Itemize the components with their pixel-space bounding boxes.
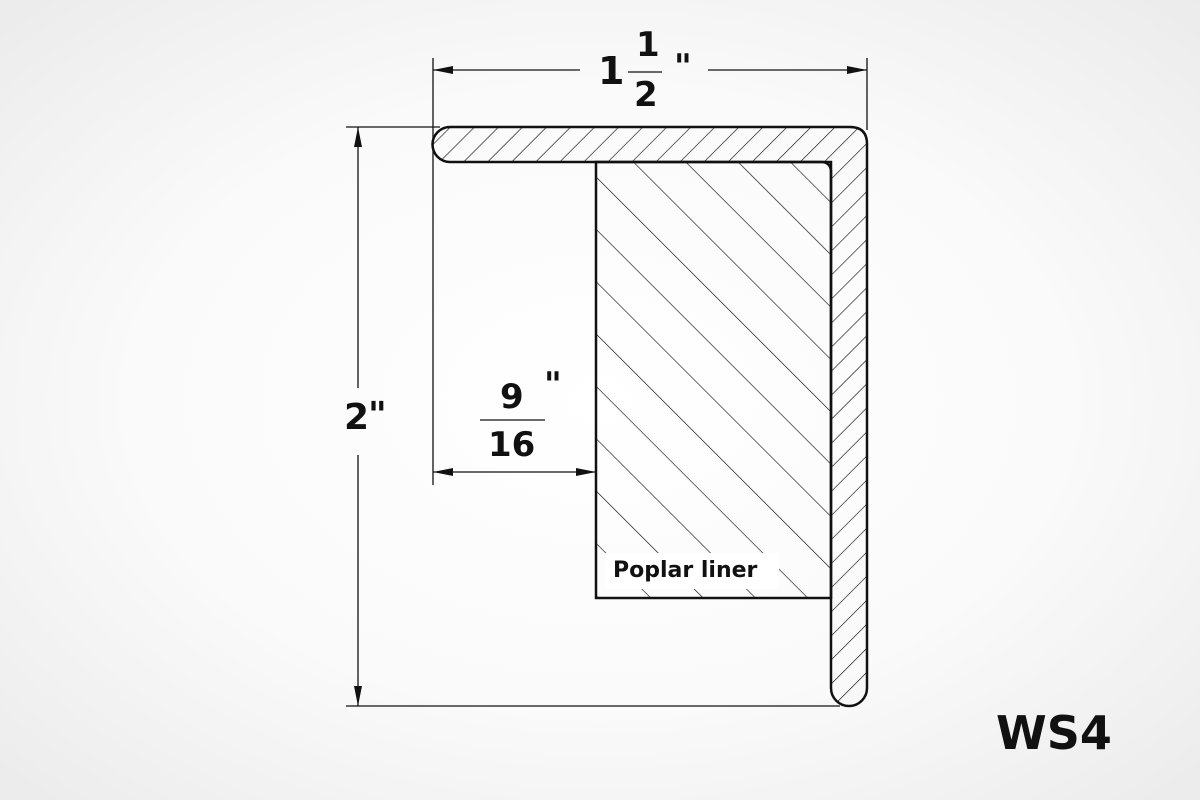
height-unit: " — [368, 395, 387, 436]
liner-label-background — [605, 553, 779, 589]
width-unit: " — [674, 47, 692, 87]
width-numerator: 1 — [636, 28, 660, 65]
offset-unit: " — [544, 365, 562, 405]
offset-numerator: 9 — [500, 377, 524, 417]
width-whole: 1 — [598, 49, 625, 93]
offset-denominator: 16 — [488, 425, 536, 465]
part-code: WS4 — [996, 706, 1112, 760]
poplar-liner — [594, 160, 833, 600]
width-dimension — [432, 58, 868, 162]
height-value: 2 — [344, 397, 370, 438]
height-dimension — [346, 126, 840, 707]
offset-dimension — [432, 162, 596, 485]
liner-label: Poplar liner — [613, 558, 758, 583]
width-denominator: 2 — [634, 75, 658, 115]
